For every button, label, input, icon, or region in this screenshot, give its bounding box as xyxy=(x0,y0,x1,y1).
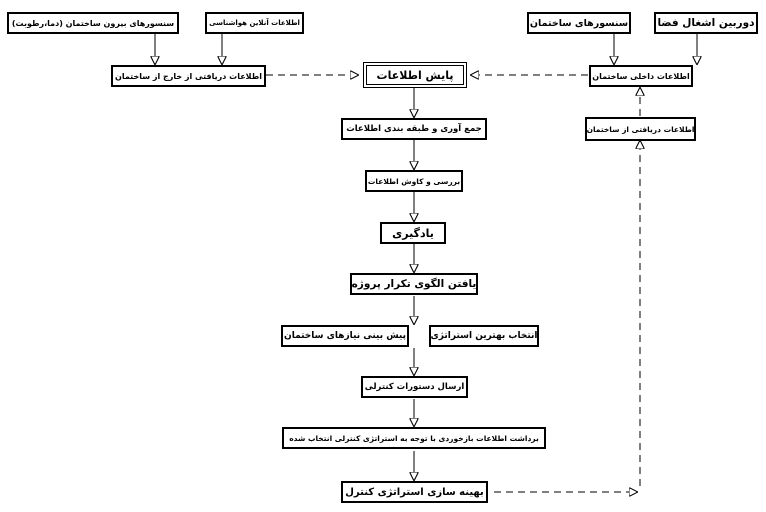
best-strategy-node: انتخاب بهترین استراتژی xyxy=(429,325,539,347)
learning-node: یادگیری xyxy=(380,222,446,244)
received-info-node: اطلاعات دریافتی از ساختمان xyxy=(585,117,696,141)
internal-info-node: اطلاعات داخلی ساختمان xyxy=(589,65,693,87)
collect-classify-node: جمع آوری و طبقه بندی اطلاعات xyxy=(341,118,487,140)
outdoor-sensors-node: سنسورهای بیرون ساختمان (دما،رطوبت) xyxy=(7,12,179,34)
building-sensors-node: سنسورهای ساختمان xyxy=(527,12,631,34)
database-node: پایش اطلاعات xyxy=(363,62,467,88)
send-commands-node: ارسال دستورات کنترلی xyxy=(361,376,468,398)
optimize-node: بهینه سازی استراتژی کنترل xyxy=(341,481,488,503)
space-camera-node: دوربین اشغال فضا xyxy=(654,12,758,34)
online-weather-node: اطلاعات آنلاین هواشناسی xyxy=(205,12,304,34)
find-pattern-node: یافتن الگوی تکرار پروژه xyxy=(350,273,478,295)
external-info-node: اطلاعات دریافتی از خارج از ساختمان xyxy=(111,65,266,87)
predict-needs-node: پیش بینی نیازهای ساختمان xyxy=(281,325,409,347)
review-mining-node: بررسی و کاوش اطلاعات xyxy=(365,170,463,192)
feedback-node: برداشت اطلاعات بازخوردی با توجه به استرا… xyxy=(282,427,546,449)
